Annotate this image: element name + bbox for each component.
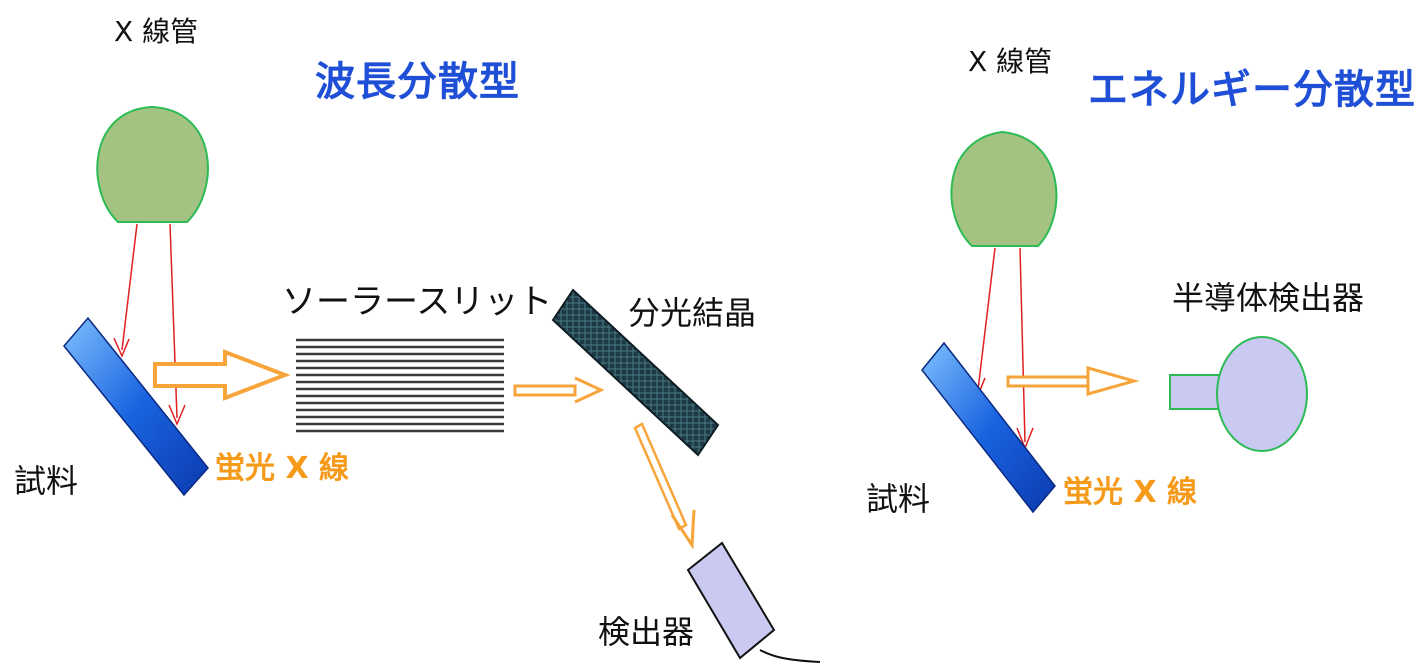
edx-detector-label: 半導体検出器 <box>1172 279 1365 317</box>
wdx-collimated-arrow-icon <box>513 376 605 404</box>
edx-diagram <box>921 130 1308 514</box>
analyzing-crystal <box>551 288 720 457</box>
edx-fluorescent-label: 蛍光 X 線 <box>1063 475 1198 510</box>
wdx-xray-tube-icon <box>96 105 209 223</box>
semiconductor-detector-icon <box>1169 336 1308 452</box>
wdx-sample-plate <box>63 316 209 497</box>
edx-sample-label: 試料 <box>866 480 931 518</box>
soller-slit <box>296 338 504 433</box>
edx-xray-tube-label: X 線管 <box>968 45 1053 78</box>
edx-title: エネルギー分散型 <box>1088 67 1416 113</box>
wdx-detector-label: 検出器 <box>598 613 695 651</box>
wdx-fluorescent-arrow-icon <box>153 349 291 401</box>
edx-xray-tube-icon <box>950 130 1058 247</box>
edx-sample-plate <box>921 341 1056 514</box>
wdx-sample-label: 試料 <box>14 462 79 500</box>
crystal-label: 分光結晶 <box>628 294 757 332</box>
edx-fluorescent-arrow-icon <box>1006 366 1140 396</box>
soller-slit-label: ソーラースリット <box>282 282 553 322</box>
wdx-diagram <box>63 105 821 663</box>
wdx-fluorescent-label: 蛍光 X 線 <box>215 451 350 486</box>
wdx-xray-tube-label: X 線管 <box>114 15 199 48</box>
wdx-title: 波長分散型 <box>315 59 520 105</box>
wdx-detector-icon <box>686 541 821 663</box>
wdx-diffracted-arrow-icon <box>633 422 696 550</box>
